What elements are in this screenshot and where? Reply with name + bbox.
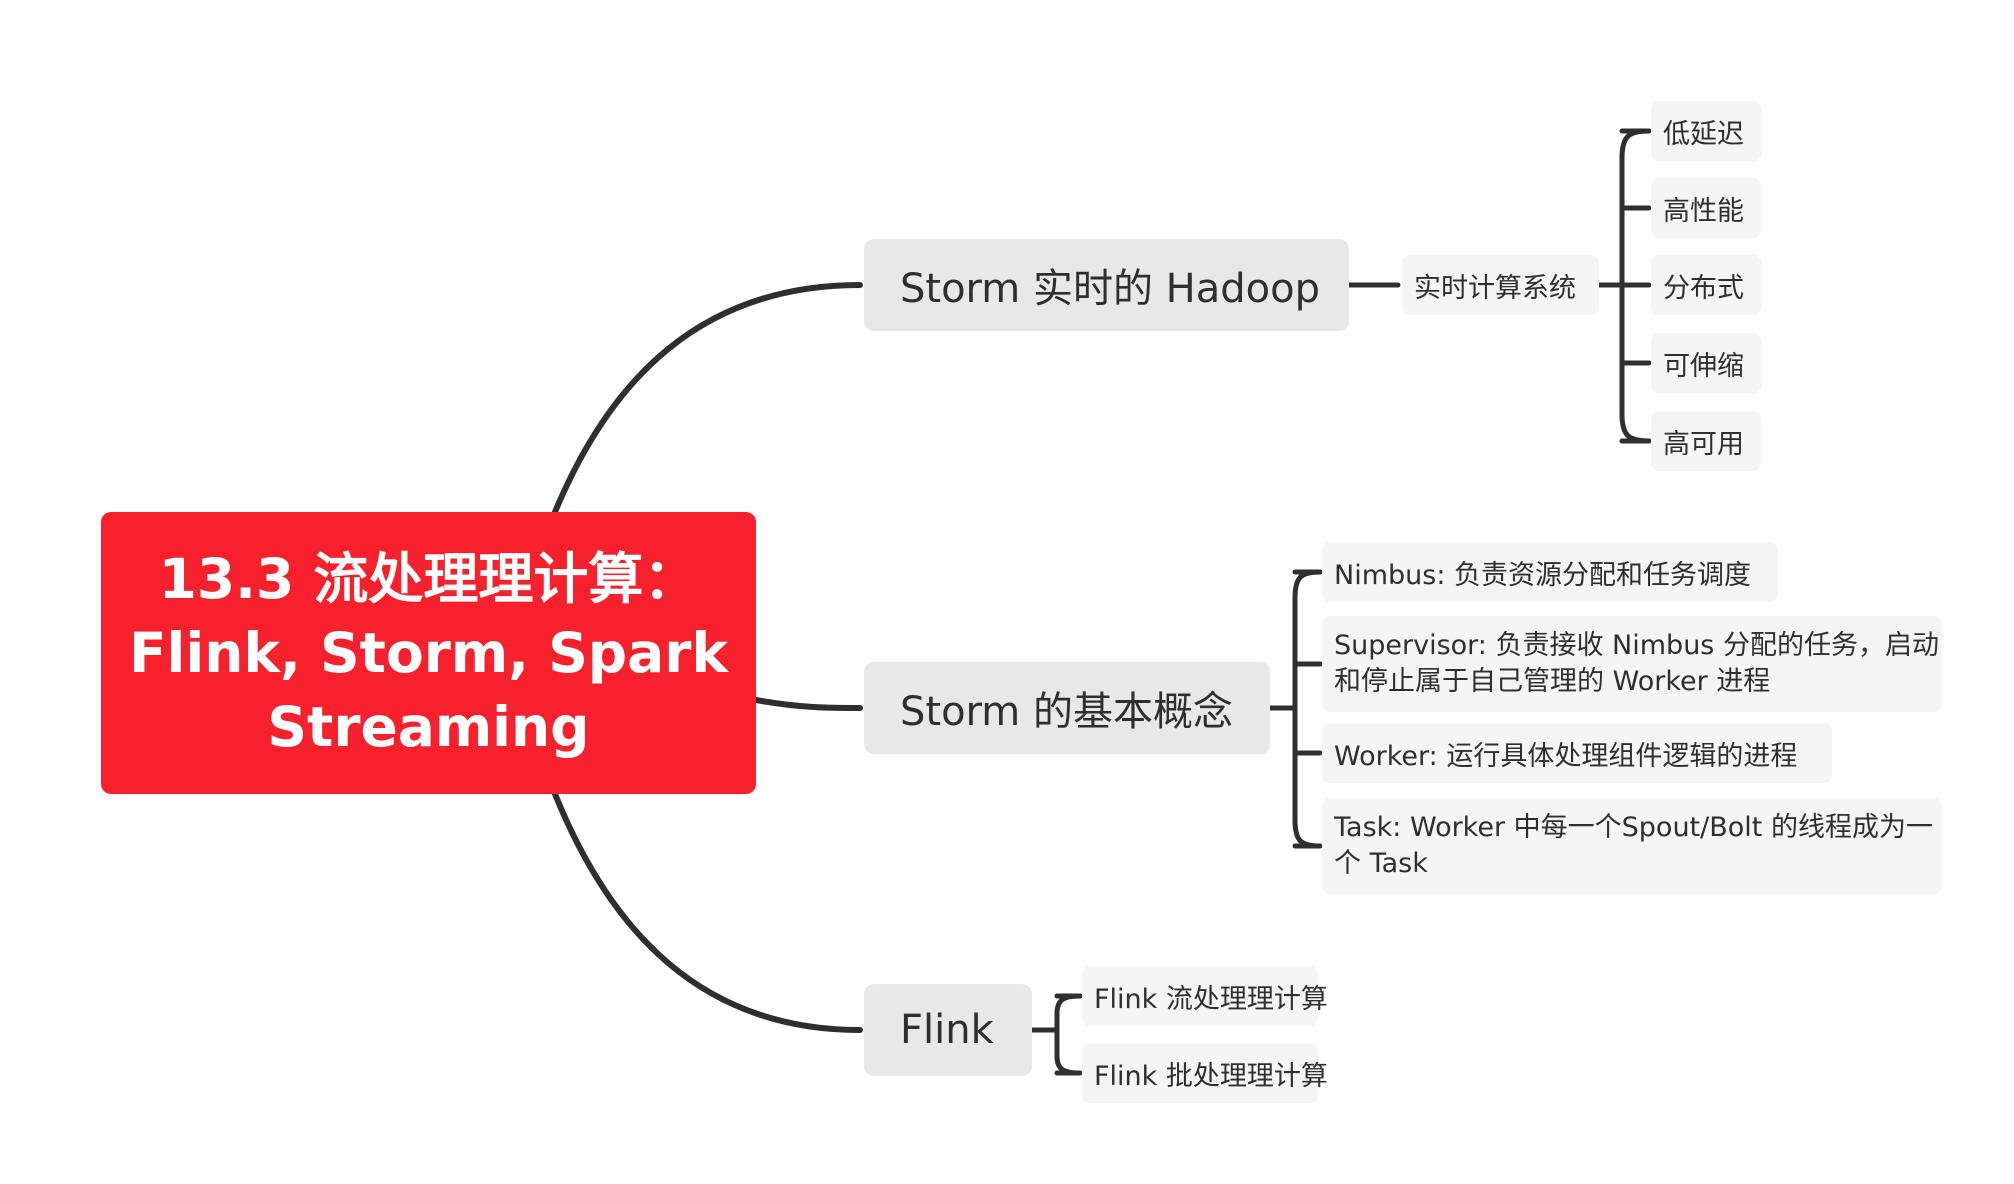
topic-storm-basic-concepts[interactable]: Storm 的基本概念 [864, 662, 1270, 754]
topic-storm-realtime-hadoop[interactable]: Storm 实时的 Hadoop [864, 239, 1349, 331]
subtopic-label: 可伸缩 [1663, 350, 1744, 382]
subtopic-supervisor[interactable]: Supervisor: 负责接收 Nimbus 分配的任务，启动和停止属于自己管… [1322, 616, 1942, 712]
root-topic-title: 13.3 流处理理计算：Flink, Storm, Spark Streamin… [128, 547, 728, 759]
subtopic-label: Worker: 运行具体处理组件逻辑的进程 [1334, 740, 1798, 772]
subtopic-realtime-computing-system[interactable]: 实时计算系统 [1402, 255, 1599, 315]
subtopic-label: 低延迟 [1663, 118, 1744, 150]
subtopic-label: 高性能 [1663, 195, 1744, 227]
bracket-storm-concepts [1267, 569, 1323, 849]
subtopic-high-performance[interactable]: 高性能 [1651, 178, 1761, 238]
link-root-flink [552, 791, 863, 1033]
root-topic[interactable]: 13.3 流处理理计算：Flink, Storm, Spark Streamin… [101, 512, 756, 794]
subtopic-task[interactable]: Task: Worker 中每一个Spout/Bolt 的线程成为一个 Task [1322, 798, 1942, 894]
subtopic-label: 高可用 [1663, 428, 1744, 460]
subtopic-label: Flink 流处理理计算 [1094, 983, 1328, 1015]
topic-label: Storm 实时的 Hadoop [900, 266, 1320, 312]
subtopic-flink-stream-processing[interactable]: Flink 流处理理计算 [1082, 966, 1328, 1026]
subtopic-scalable[interactable]: 可伸缩 [1651, 333, 1761, 393]
topic-flink[interactable]: Flink [864, 984, 1032, 1076]
subtopic-label: 分布式 [1663, 272, 1744, 304]
subtopic-worker[interactable]: Worker: 运行具体处理组件逻辑的进程 [1322, 723, 1832, 783]
subtopic-high-availability[interactable]: 高可用 [1651, 411, 1761, 471]
subtopic-label: Flink 批处理理计算 [1094, 1060, 1328, 1092]
bracket-flink [1029, 993, 1083, 1076]
link-root-storm-hadoop [552, 282, 863, 515]
subtopic-label: Task: Worker 中每一个Spout/Bolt 的线程成为一个 Task [1334, 812, 1933, 879]
subtopic-label: Supervisor: 负责接收 Nimbus 分配的任务，启动和停止属于自己管… [1334, 630, 1939, 697]
subtopic-flink-batch-processing[interactable]: Flink 批处理理计算 [1082, 1043, 1328, 1103]
topic-label: Storm 的基本概念 [900, 689, 1233, 735]
topic-label: Flink [900, 1007, 994, 1053]
subtopic-label: 实时计算系统 [1414, 272, 1576, 304]
subtopic-label: Nimbus: 负责资源分配和任务调度 [1334, 559, 1751, 591]
link-root-storm-concepts [753, 697, 863, 711]
subtopic-nimbus[interactable]: Nimbus: 负责资源分配和任务调度 [1322, 542, 1778, 602]
subtopic-low-latency[interactable]: 低延迟 [1651, 101, 1761, 161]
subtopic-distributed[interactable]: 分布式 [1651, 255, 1761, 315]
